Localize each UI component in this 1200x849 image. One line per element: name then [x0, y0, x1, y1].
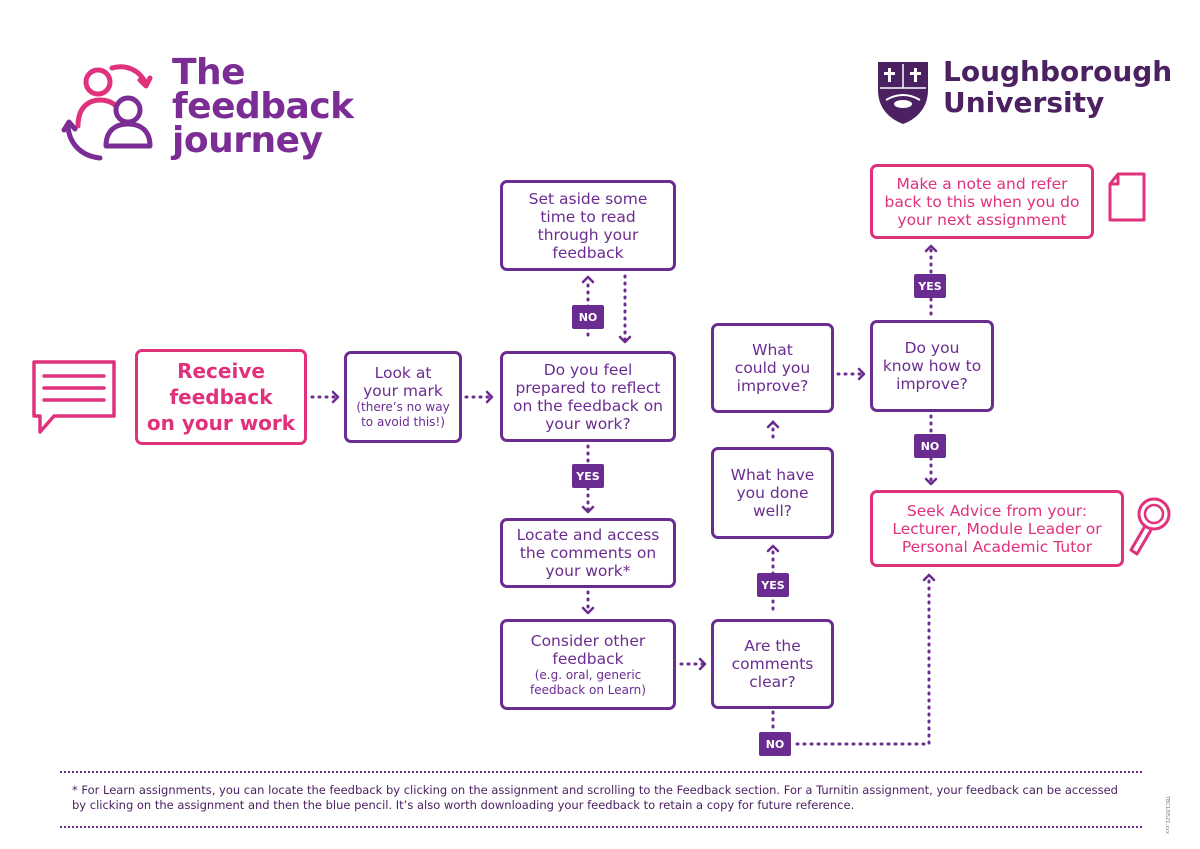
box-text-line: improve? [896, 375, 968, 393]
box-text-line: Consider other [530, 631, 646, 650]
box-text-line: Receive [177, 359, 265, 383]
receive-feedback-box: Receive feedback on your work [135, 349, 307, 445]
speech-bubble-icon [32, 360, 116, 434]
yes-badge: YES [757, 573, 789, 597]
yes-badge: YES [914, 274, 946, 298]
box-text-line: your work* [545, 562, 631, 580]
box-text-line: Make a note and refer [896, 174, 1068, 193]
print-code: TBC1/0521.xxx [1164, 796, 1170, 834]
box-text-line: What have [730, 466, 815, 484]
footnote-text: * For Learn assignments, you can locate … [72, 783, 1118, 812]
done-well-box: What have you done well? [711, 447, 834, 539]
no-badge: NO [572, 305, 604, 329]
look-at-mark-box: Look at your mark (there’s no way to avo… [344, 351, 462, 443]
box-text-line: prepared to reflect [515, 378, 661, 397]
box-text-line: Do you feel [543, 360, 633, 379]
university-name-line: Loughborough [943, 55, 1173, 88]
box-text-line: comments [731, 655, 814, 673]
box-text-line: on the feedback on [512, 396, 664, 415]
document-icon [1108, 172, 1146, 222]
box-text-line: Set aside some [528, 189, 648, 208]
university-name-line: University [943, 86, 1105, 119]
box-text-line: know how to [882, 357, 982, 375]
box-note-line: (there’s no way [356, 400, 450, 414]
arrowhead [922, 573, 936, 582]
no-badge: NO [759, 732, 791, 756]
title-line: feedback [172, 86, 354, 127]
box-text-line: Do you [904, 339, 960, 357]
box-text-line: Locate and access [516, 526, 660, 544]
box-note-line: feedback on Learn) [530, 682, 646, 697]
seek-advice-box: Seek Advice from your: Lecturer, Module … [870, 490, 1124, 567]
box-text-line: your mark [363, 382, 443, 400]
consider-other-feedback-box: Consider other feedback (e.g. oral, gene… [500, 619, 676, 710]
prepared-to-reflect-box: Do you feel prepared to reflect on the f… [500, 351, 676, 442]
box-text-line: improve? [736, 377, 809, 395]
arrowhead [857, 367, 866, 381]
comments-clear-box: Are the comments clear? [711, 619, 834, 709]
box-note-line: (e.g. oral, generic [534, 667, 642, 682]
arrowhead [618, 335, 632, 344]
university-name: Loughborough University [943, 56, 1172, 118]
magnifier-icon [1129, 497, 1171, 556]
arrowhead [581, 606, 595, 615]
box-text-line: the comments on [519, 544, 657, 562]
know-how-to-improve-box: Do you know how to improve? [870, 320, 994, 412]
arrowhead [766, 420, 780, 429]
could-improve-box: What could you improve? [711, 323, 834, 413]
box-text-line: Are the [744, 637, 801, 655]
locate-comments-box: Locate and access the comments on your w… [500, 518, 676, 588]
set-aside-time-box: Set aside some time to read through your… [500, 180, 676, 271]
box-text-line: feedback [552, 649, 624, 668]
box-text-line: clear? [749, 673, 796, 691]
box-text-line: well? [752, 502, 793, 520]
box-text-line: Look at [374, 364, 432, 382]
box-text-line: feedback [169, 385, 273, 409]
box-text-line: through your [537, 225, 639, 244]
box-text-line: your next assignment [897, 210, 1067, 229]
arrowhead [581, 275, 595, 284]
feedback-journey-logo-icon [61, 64, 153, 161]
arrowhead [698, 657, 707, 671]
title-line: The [172, 52, 246, 93]
yes-badge: YES [572, 464, 604, 488]
title-line: journey [172, 120, 323, 161]
arrowhead [581, 505, 595, 514]
box-text-line: feedback [552, 243, 624, 262]
connector-no-advice [795, 576, 931, 746]
page-title: The feedback journey [172, 52, 354, 161]
no-badge: NO [914, 434, 946, 458]
make-a-note-box: Make a note and refer back to this when … [870, 164, 1094, 239]
arrowhead [485, 390, 494, 404]
box-text-line: back to this when you do [884, 192, 1080, 211]
box-text-line: time to read [540, 207, 636, 226]
box-text-line: Seek Advice from your: [906, 501, 1088, 520]
box-text-line: Personal Academic Tutor [901, 537, 1093, 556]
footnote-divider-bottom [60, 826, 1142, 828]
box-note-line: to avoid this!) [361, 415, 445, 429]
footnote-divider-top [60, 771, 1142, 773]
box-text-line: on your work [146, 411, 296, 435]
arrowhead [766, 544, 780, 553]
box-text-line: could you [734, 359, 811, 377]
university-crest-icon [878, 62, 928, 124]
arrowhead [331, 390, 340, 404]
arrowhead [924, 244, 938, 253]
box-text-line: you done [736, 484, 809, 502]
arrowhead [924, 477, 938, 486]
box-text-line: your work? [545, 414, 631, 433]
box-text-line: Lecturer, Module Leader or [892, 519, 1102, 538]
box-text-line: What [752, 341, 793, 359]
